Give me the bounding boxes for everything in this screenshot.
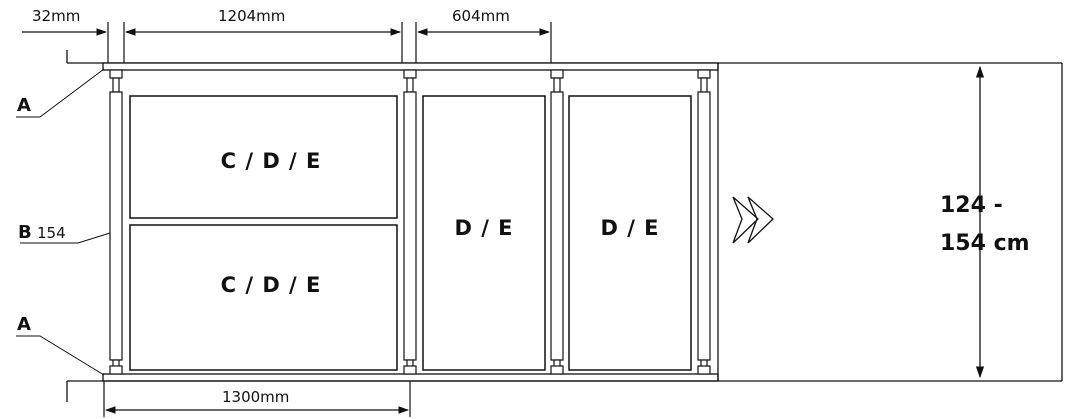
panel-right-label: D / E — [600, 216, 659, 240]
bottom-rail — [102, 373, 719, 382]
panel-lower-large — [129, 224, 398, 371]
double-chevron-right-icon — [732, 196, 774, 244]
height-label-line1: 124 - — [940, 193, 1003, 218]
callout-post: B — [18, 222, 32, 243]
bottom-dimension — [103, 381, 411, 417]
callout-bottom-rail: A — [17, 314, 31, 335]
post-4 — [697, 69, 711, 375]
posts — [109, 69, 711, 375]
top-dimensions — [22, 22, 552, 68]
panel-right — [568, 95, 692, 371]
dimension-span-large: 1204mm — [218, 7, 285, 25]
panels — [129, 95, 692, 371]
panel-upper-large-label: C / D / E — [221, 149, 322, 173]
top-rail — [102, 62, 719, 71]
dimension-span-small: 604mm — [452, 7, 510, 25]
panel-upper-large — [129, 95, 398, 219]
post-2 — [403, 69, 417, 375]
callout-post-number: 154 — [37, 224, 66, 242]
panel-middle-label: D / E — [454, 216, 513, 240]
post-1 — [109, 69, 123, 375]
callout-top-rail: A — [17, 95, 31, 116]
dimension-post-width: 32mm — [32, 7, 80, 25]
panel-middle — [422, 95, 546, 371]
post-3 — [550, 69, 564, 375]
height-label-line2: 154 cm — [940, 231, 1030, 256]
panel-lower-large-label: C / D / E — [221, 273, 322, 297]
dimension-overall: 1300mm — [222, 388, 289, 406]
callout-leaders — [16, 68, 111, 376]
